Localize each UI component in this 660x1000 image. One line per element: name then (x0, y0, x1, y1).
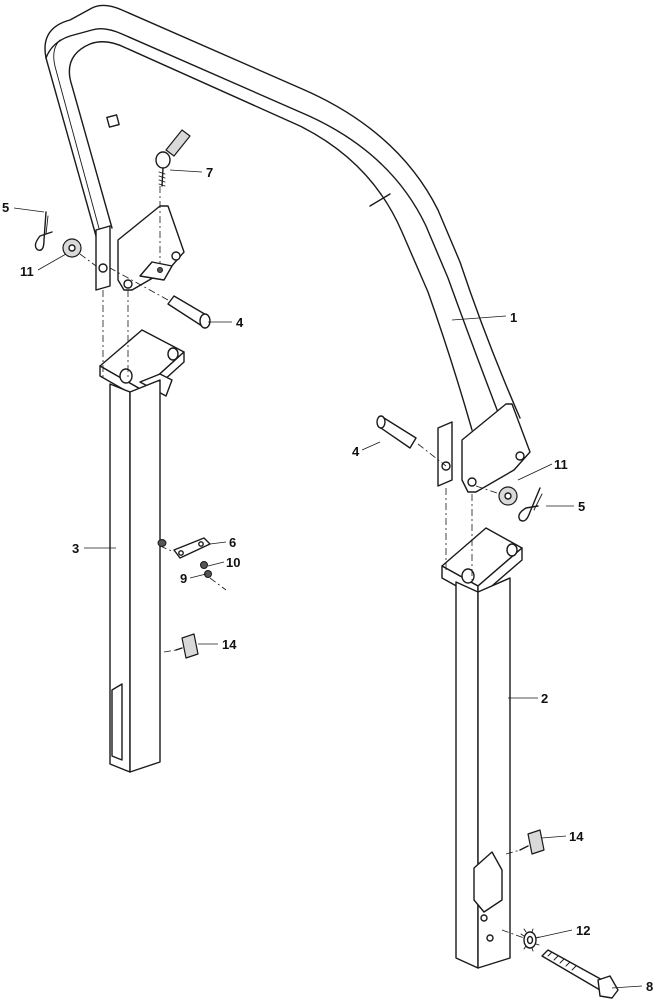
part-8-bolt (541, 949, 619, 999)
callout-5-left: 5 (2, 200, 9, 215)
leader-lines (13, 169, 643, 989)
callout-12: 12 (576, 923, 590, 938)
callout-11-left: 11 (20, 264, 34, 279)
callout-10: 10 (226, 555, 240, 570)
part-5-hairpin-clip-left (34, 211, 53, 251)
part-7-knob (155, 129, 191, 187)
callout-2: 2 (541, 691, 548, 706)
part-4-pin-lower (376, 415, 417, 449)
callout-9: 9 (180, 571, 187, 586)
callout-4-upper: 4 (236, 315, 244, 330)
roll-bar-hoop (44, 4, 521, 431)
part-14-bumper-right (519, 829, 545, 855)
part-11-washer-left (62, 238, 82, 258)
part-14-bumper-left (175, 633, 199, 659)
part-11-washer-right (498, 486, 518, 506)
callout-1: 1 (510, 310, 517, 325)
part-6-plate (157, 537, 211, 559)
left-upper-bracket (95, 205, 185, 291)
part-12-lock-washer (520, 928, 540, 952)
stud (106, 114, 120, 128)
right-lower-bracket (437, 403, 531, 493)
callout-8: 8 (646, 979, 653, 994)
callout-6: 6 (229, 535, 236, 550)
part-3-left-upright (99, 329, 185, 773)
callout-5-right: 5 (578, 499, 585, 514)
part-2-right-upright (441, 527, 523, 969)
part-5-hairpin-clip-right (518, 487, 543, 522)
callout-3: 3 (72, 541, 79, 556)
centerlines (79, 186, 525, 939)
callout-11-right: 11 (554, 457, 568, 472)
callout-14-left: 14 (222, 637, 237, 652)
part-10-nut (200, 561, 208, 569)
callout-4-lower: 4 (352, 444, 360, 459)
callout-7: 7 (206, 165, 213, 180)
callout-labels: 1 2 3 4 4 5 5 6 7 8 9 10 11 11 12 14 14 (2, 165, 653, 994)
callout-14-right: 14 (569, 829, 584, 844)
part-4-pin-upper (167, 295, 211, 329)
